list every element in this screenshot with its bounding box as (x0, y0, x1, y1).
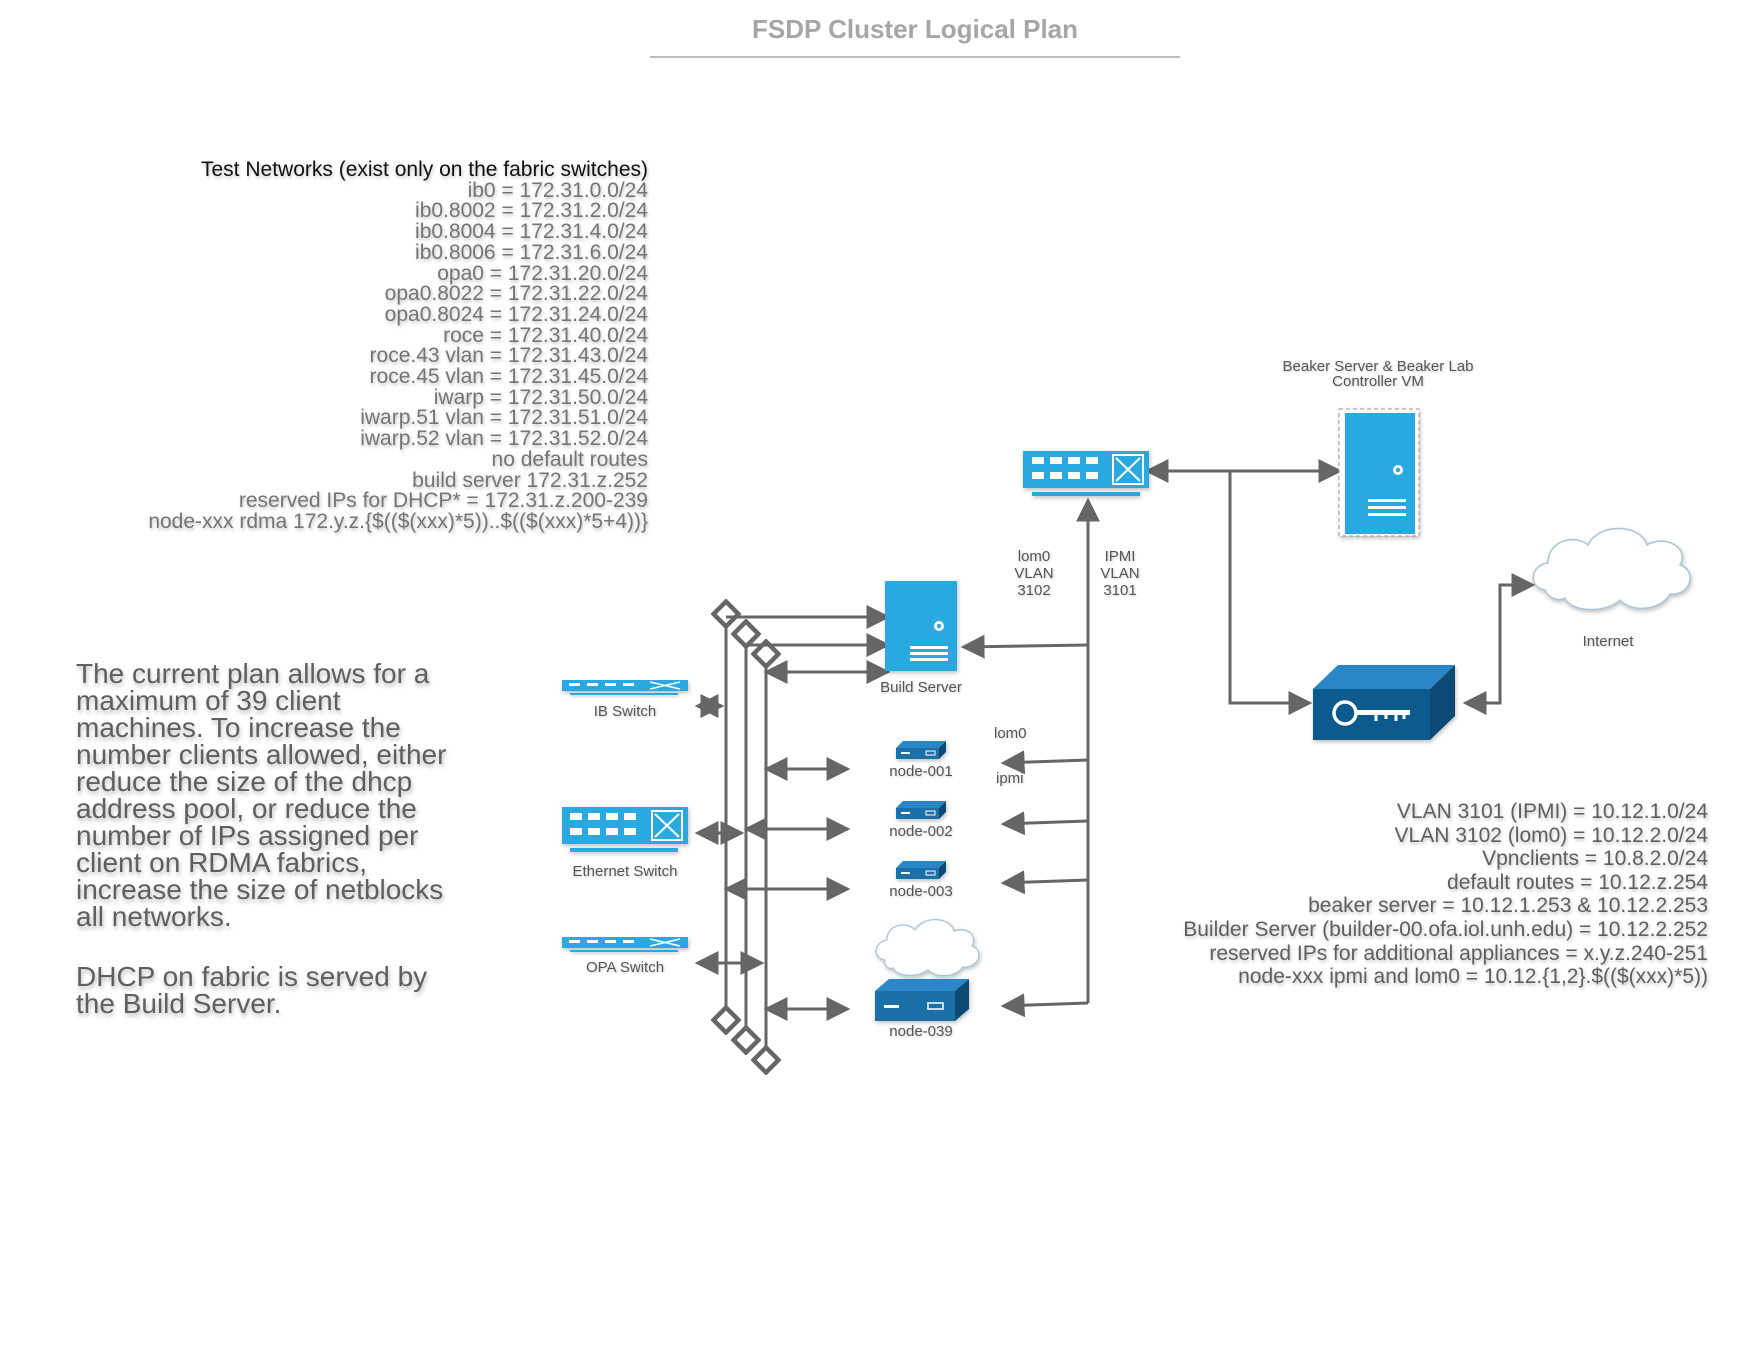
ethernet-switch-label: Ethernet Switch (572, 863, 678, 880)
lom0-vlan-line: lom0 (1017, 548, 1051, 565)
test-network-line: ib0.8004 = 172.31.4.0/24 (415, 220, 648, 244)
test-network-line: opa0.8024 = 172.31.24.0/24 (384, 302, 648, 326)
node-039-cloud-icon (875, 918, 980, 977)
test-network-line: ib0.8002 = 172.31.2.0/24 (415, 199, 648, 223)
test-network-line: build server 172.31.z.252 (412, 468, 648, 492)
ipmi-vlan-line: VLAN (1100, 565, 1140, 582)
build-server-icon (885, 581, 957, 671)
test-network-line: ib0 = 172.31.0.0/24 (467, 178, 648, 202)
vlan-line: node-xxx ipmi and lom0 = 10.12.{1,2}.$((… (1238, 965, 1708, 989)
opa-switch-label: OPA Switch (585, 959, 665, 976)
vpn-firewall-icon (1313, 665, 1455, 740)
internet-label: Internet (1582, 633, 1634, 650)
vlan-line: Vpnclients = 10.8.2.0/24 (1482, 847, 1708, 871)
capacity-note: The current plan allows for a maximum of… (76, 660, 456, 1050)
test-network-line: opa0.8022 = 172.31.22.0/24 (384, 282, 648, 306)
node-003-icon (896, 861, 946, 879)
node-002-icon (896, 801, 946, 819)
capacity-note-paragraph: The current plan allows for a maximum of… (76, 658, 447, 932)
connectors (694, 459, 1536, 1060)
core-switch-icon (1023, 451, 1149, 496)
node-003-label: node-003 (889, 883, 953, 900)
node-039-label: node-039 (889, 1023, 953, 1040)
test-network-line: ib0.8006 = 172.31.6.0/24 (415, 240, 648, 264)
lom0-vlan-label: lom0 VLAN 3102 (1004, 548, 1064, 599)
internet-cloud-icon (1532, 527, 1691, 611)
lom0-vlan-line: VLAN (1014, 565, 1054, 582)
ib-switch-icon (562, 680, 688, 695)
test-network-line: roce.45 vlan = 172.31.45.0/24 (369, 365, 648, 389)
vlan-line: beaker server = 10.12.1.253 & 10.12.2.25… (1308, 894, 1708, 918)
test-networks-header: Test Networks (exist only on the fabric … (201, 158, 648, 181)
node-002-label: node-002 (889, 823, 953, 840)
ib-switch-label: IB Switch (593, 703, 657, 720)
test-network-line: opa0 = 172.31.20.0/24 (437, 261, 648, 285)
lom0-label: lom0 (994, 725, 1027, 742)
lom0-vlan-line: 3102 (1017, 582, 1051, 599)
ipmi-label: ipmi (996, 770, 1024, 787)
node-001-icon (896, 741, 946, 759)
vlan-line: Builder Server (builder-00.ofa.iol.unh.e… (1183, 917, 1708, 941)
vlan-line: VLAN 3102 (lom0) = 10.12.2.0/24 (1394, 823, 1708, 847)
ipmi-vlan-line: IPMI (1104, 548, 1136, 565)
test-network-line: iwarp = 172.31.50.0/24 (433, 385, 648, 409)
opa-switch-icon (562, 937, 688, 952)
beaker-label: Beaker Server & Beaker Lab Controller VM (1282, 358, 1474, 390)
ipmi-vlan-label: IPMI VLAN 3101 (1090, 548, 1150, 599)
page-title: FSDP Cluster Logical Plan (751, 14, 1079, 44)
test-network-line: no default routes (491, 447, 648, 471)
node-001-label: node-001 (889, 763, 953, 780)
test-network-line: node-xxx rdma 172.y.z.{$(($(xxx)*5))..$(… (148, 509, 648, 533)
ethernet-switch-icon (562, 807, 688, 852)
test-networks-block: Test Networks (exist only on the fabric … (148, 158, 648, 533)
vlan-line: reserved IPs for additional appliances =… (1209, 941, 1708, 965)
test-network-line: iwarp.51 vlan = 172.31.51.0/24 (360, 406, 648, 430)
beaker-server-icon (1338, 408, 1420, 537)
title-underline (650, 56, 1180, 58)
test-network-line: iwarp.52 vlan = 172.31.52.0/24 (360, 427, 648, 451)
test-network-line: roce.43 vlan = 172.31.43.0/24 (369, 344, 648, 368)
test-network-line: reserved IPs for DHCP* = 172.31.z.200-23… (238, 489, 648, 513)
vlan-line: default routes = 10.12.z.254 (1447, 870, 1708, 894)
dhcp-note-paragraph: DHCP on fabric is served by the Build Se… (76, 961, 428, 1019)
vlan-block: VLAN 3101 (IPMI) = 10.12.1.0/24 VLAN 310… (1183, 800, 1708, 989)
test-network-line: roce = 172.31.40.0/24 (443, 323, 648, 347)
vlan-line: VLAN 3101 (IPMI) = 10.12.1.0/24 (1396, 800, 1708, 823)
node-039-icon (875, 979, 969, 1021)
ipmi-vlan-line: 3101 (1103, 582, 1137, 599)
build-server-label: Build Server (880, 679, 962, 696)
